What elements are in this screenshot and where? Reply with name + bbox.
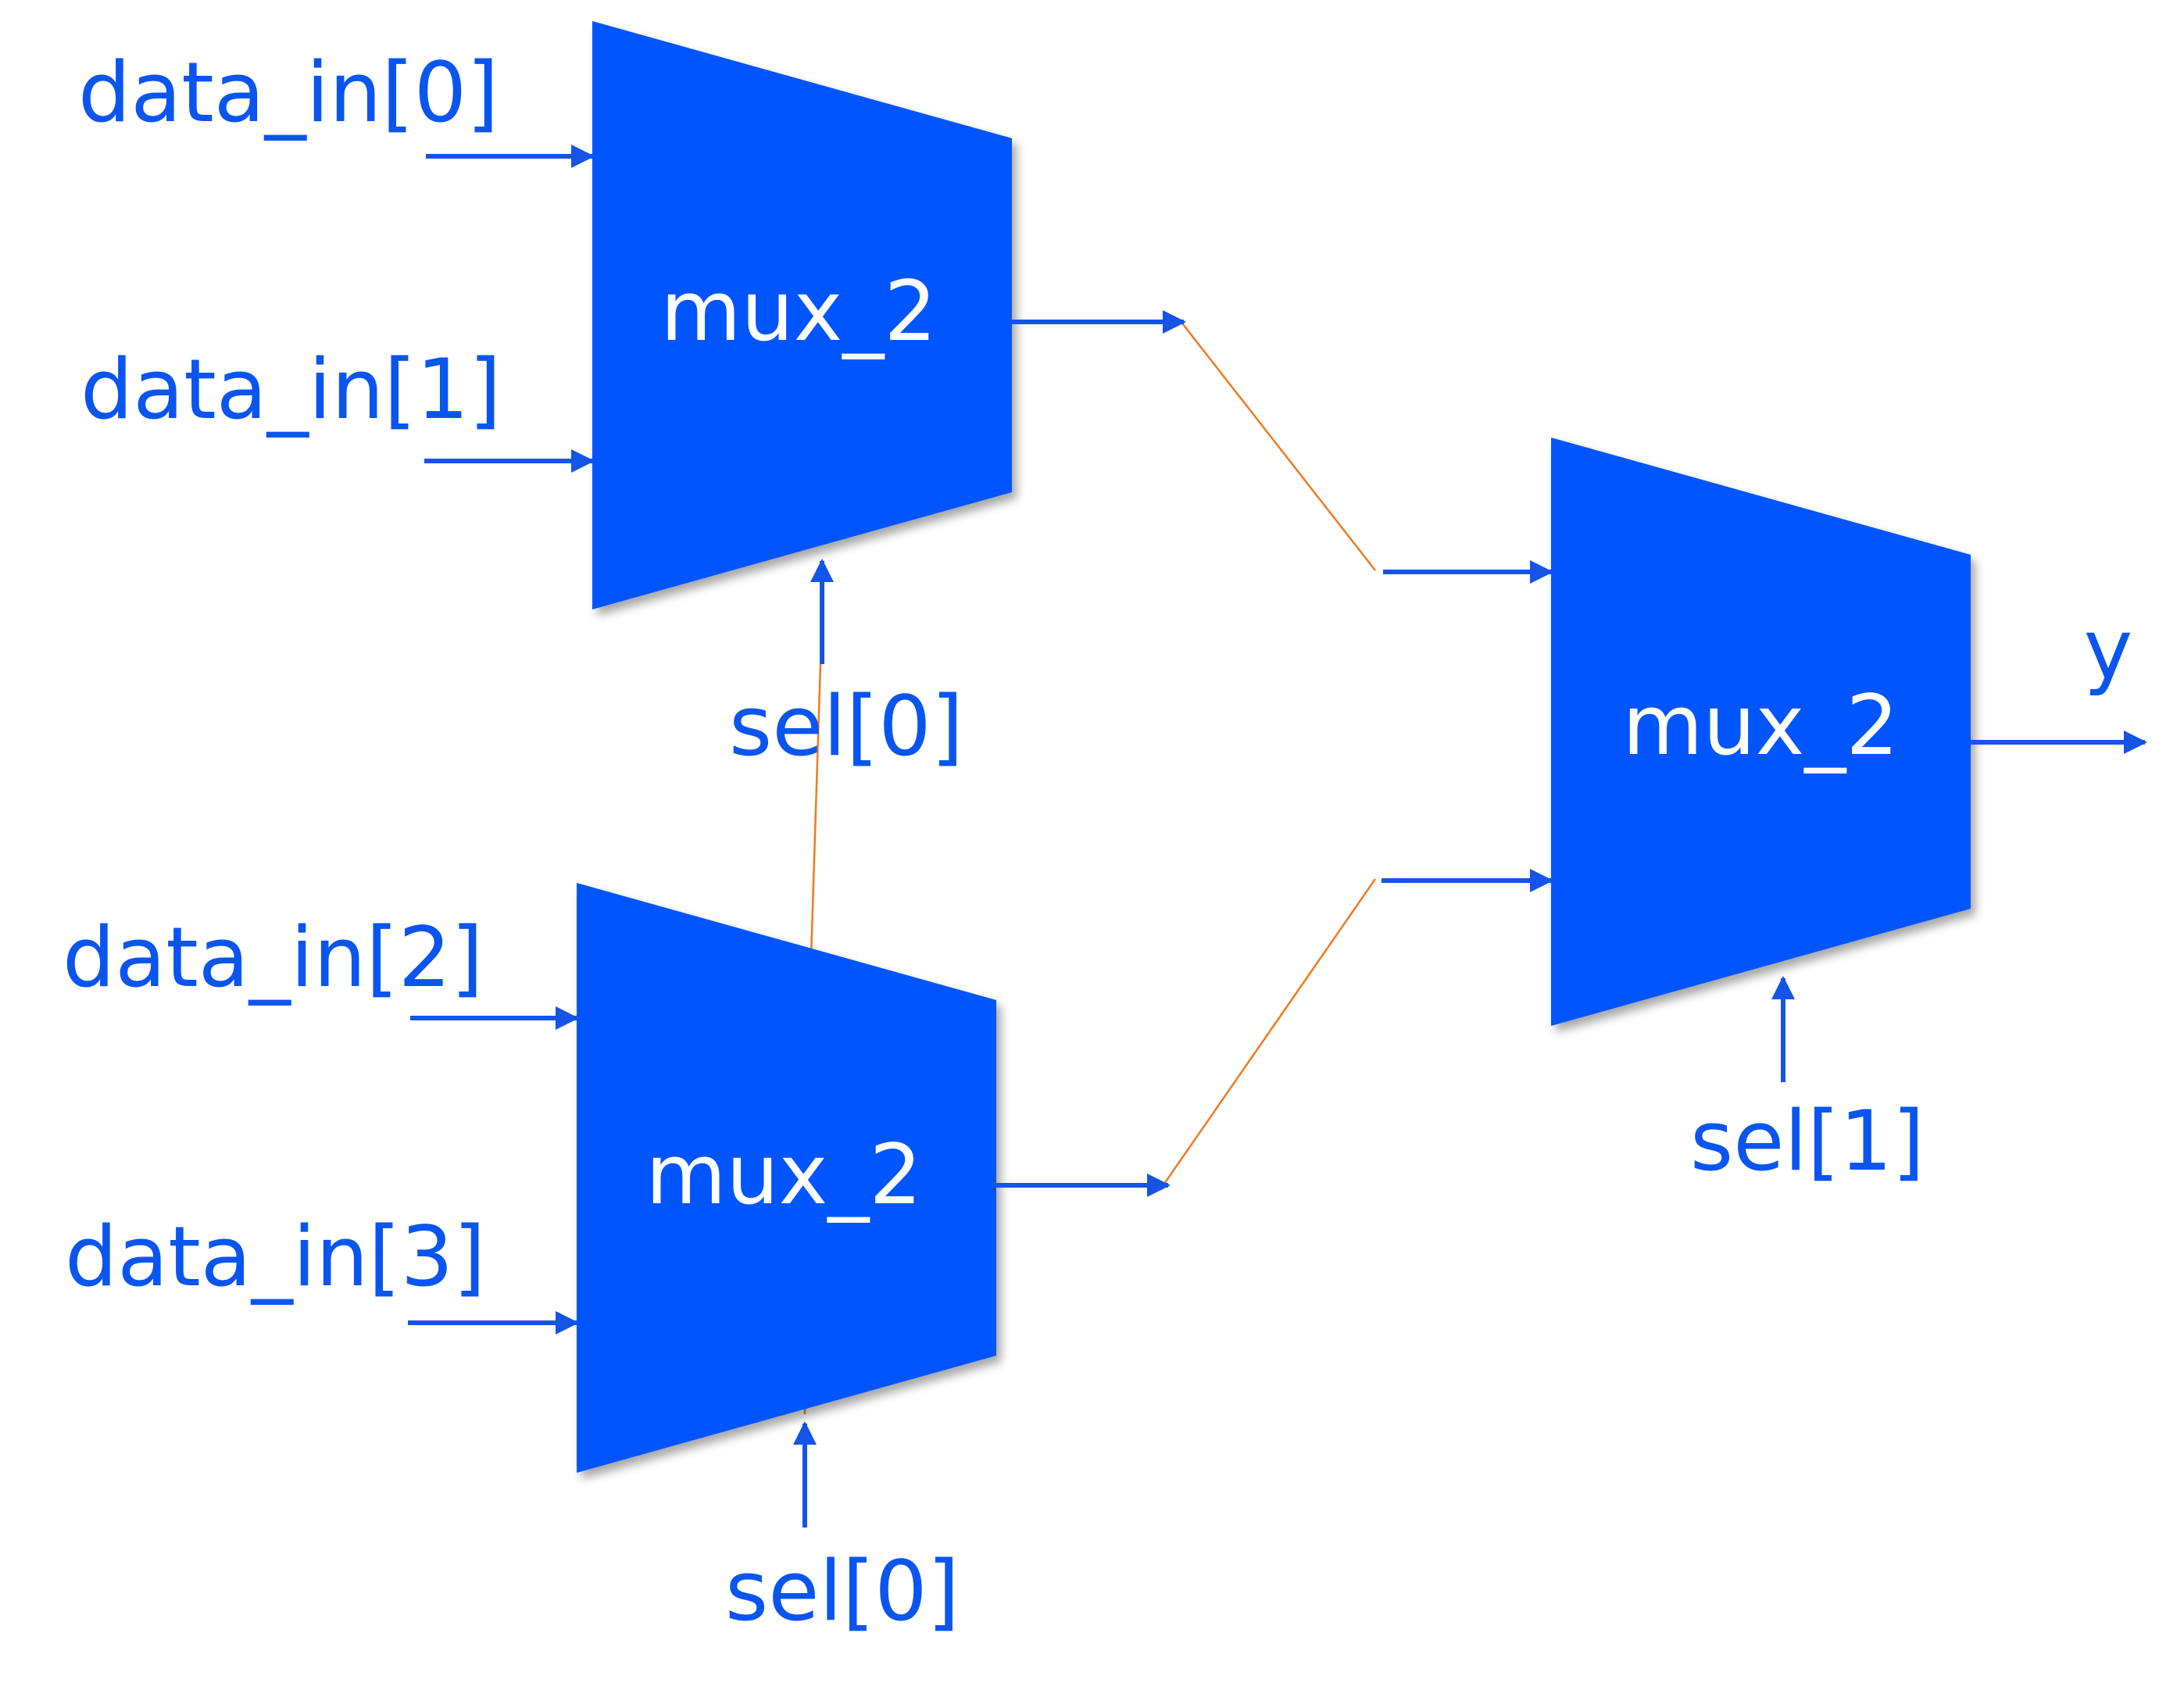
mux-output-wires xyxy=(996,310,2147,1197)
signal-labels: data_in[0] data_in[1] data_in[2] data_in… xyxy=(63,45,2132,1639)
data-in-2-label: data_in[2] xyxy=(63,909,484,1006)
orange-routing-lines xyxy=(803,320,1377,1414)
mux-top-label: mux_2 xyxy=(660,263,937,359)
mux-final-label: mux_2 xyxy=(1622,677,1899,774)
data-in-1-label: data_in[1] xyxy=(80,341,502,438)
route-top-mux-to-final xyxy=(1179,320,1376,571)
mux-bottom-body xyxy=(577,883,996,1473)
route-bottom-mux-to-final xyxy=(1163,878,1377,1184)
y-output-label: y xyxy=(2084,602,2133,698)
mux-top-body xyxy=(592,21,1012,609)
data-in-0-label: data_in[0] xyxy=(78,45,499,141)
data-in-3-label: data_in[3] xyxy=(65,1209,486,1305)
mux-final-body xyxy=(1551,438,1971,1026)
mux-top: mux_2 xyxy=(592,21,1012,609)
mux-final: mux_2 xyxy=(1551,438,1971,1026)
sel-0-bottom-label: sel[0] xyxy=(725,1543,960,1639)
select-wires xyxy=(793,559,1795,1527)
mux-bottom-label: mux_2 xyxy=(645,1127,922,1223)
sel-1-label: sel[1] xyxy=(1690,1093,1925,1189)
route-sel0-vertical xyxy=(810,663,822,958)
sel-0-top-label: sel[0] xyxy=(729,678,963,774)
input-wires xyxy=(408,145,595,1334)
mux-bottom: mux_2 xyxy=(577,883,996,1473)
